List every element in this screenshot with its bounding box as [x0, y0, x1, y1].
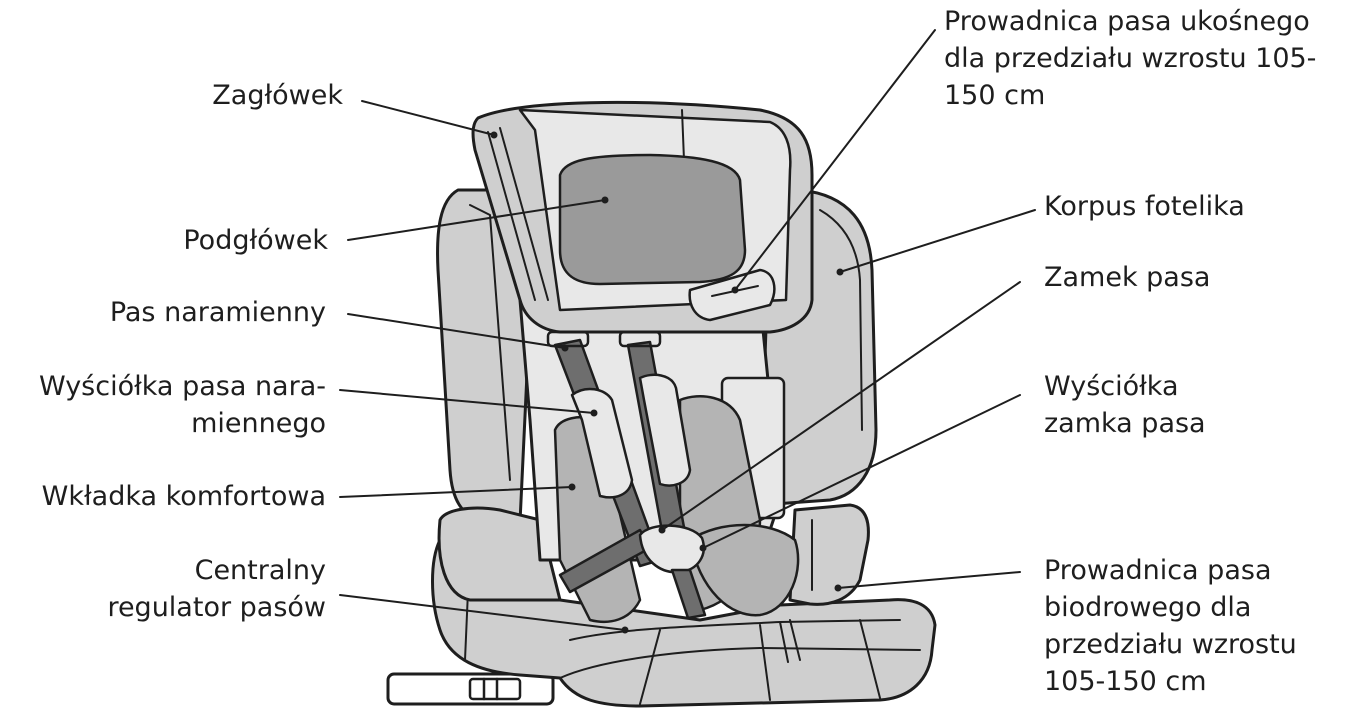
- leader-wysciolka-naramienna: [339, 389, 595, 414]
- buckle-pad: [688, 523, 800, 617]
- crotch-strap: [670, 568, 707, 620]
- belt-buckle: [638, 524, 705, 574]
- anchor-dots: [490, 131, 844, 634]
- seat-cushion: [431, 538, 937, 708]
- leader-wkladka: [339, 486, 573, 498]
- leader-pas-naramienny: [347, 313, 566, 349]
- label-zamek-pasa: Zamek pasa: [1044, 262, 1211, 293]
- label-wysciolka-zamka-pasa: Wyściółka zamka pasa: [1044, 371, 1206, 439]
- head-pad: [558, 153, 747, 286]
- label-pas-naramienny: Pas naramienny: [109, 297, 326, 328]
- leader-korpus: [839, 209, 1036, 273]
- label-korpus-fotelika: Korpus fotelika: [1044, 191, 1245, 222]
- left-armrest: [437, 506, 562, 602]
- leader-podglowek: [347, 199, 606, 241]
- label-centralny-regulator: Centralny regulator pasów: [107, 555, 326, 623]
- label-prowadnica-pasa-biodrowego: Prowadnica pasa biodrowego dla przedział…: [1044, 555, 1297, 697]
- shoulder-pad-left: [570, 387, 634, 499]
- leader-zaglowek: [361, 100, 495, 136]
- label-wkladka-komfortowa: Wkładka komfortowa: [41, 481, 326, 512]
- isofix-connector: [386, 672, 555, 706]
- leader-prowadnica-ukosna: [734, 29, 936, 291]
- leader-prowadnica-biodrowa: [837, 571, 1021, 589]
- diagonal-belt-guide: [688, 268, 776, 322]
- label-zaglowek: Zagłówek: [212, 80, 343, 111]
- leader-regulator: [339, 594, 626, 631]
- shoulder-pad-right: [638, 373, 692, 487]
- leader-wysciolka-zamka: [702, 394, 1021, 549]
- lap-belt-guide: [788, 503, 870, 606]
- label-podglowek: Podgłówek: [183, 225, 328, 256]
- leader-zamek: [661, 281, 1021, 531]
- leader-lines: [339, 29, 1036, 631]
- label-prowadnica-pasa-ukosnego: Prowadnica pasa ukośnego dla przedziału …: [944, 6, 1317, 111]
- label-wysciolka-pasa-naramiennego: Wyściółka pasa nara- miennego: [38, 371, 326, 439]
